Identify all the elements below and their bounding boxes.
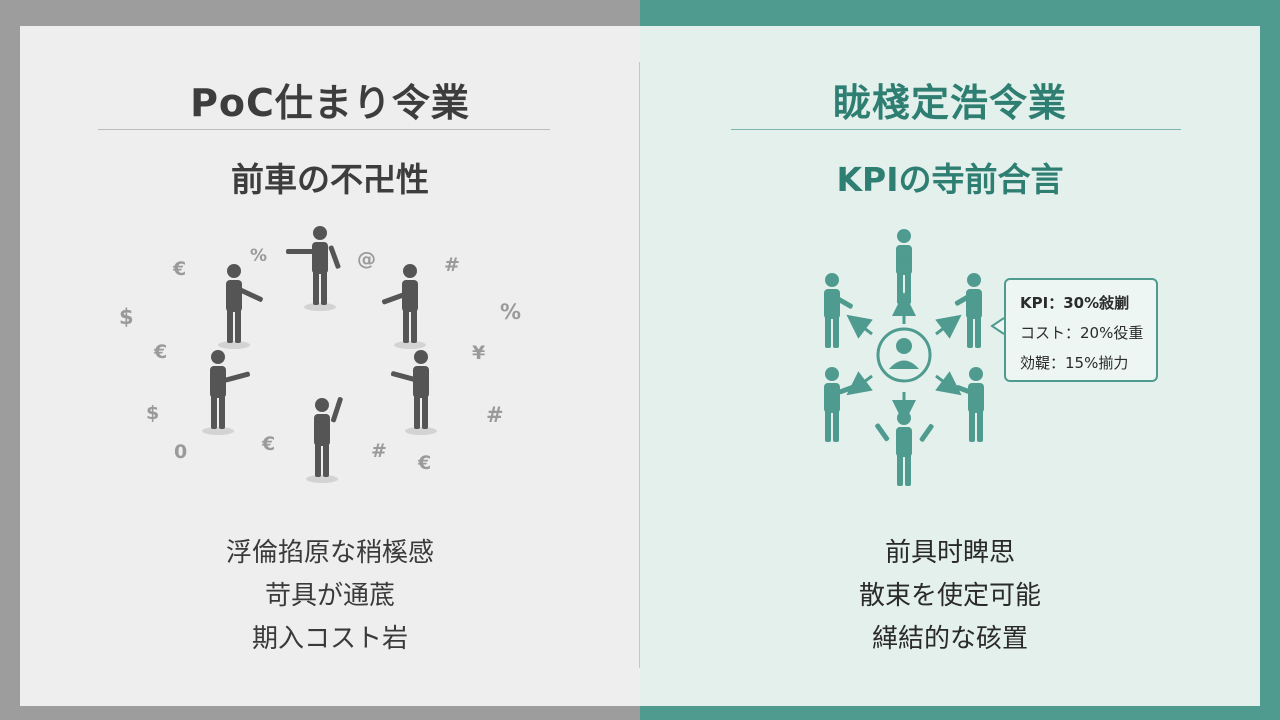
arrow-icon xyxy=(846,292,962,424)
person-standing-icon xyxy=(306,397,343,483)
person-standing-icon xyxy=(202,350,250,435)
person-standing-icon xyxy=(954,273,982,348)
person-standing-icon xyxy=(875,411,934,486)
hash-symbol: # xyxy=(444,254,460,276)
left-bullet-item: 浮倫掐原な稍榽感 xyxy=(225,538,434,568)
cost-line: コスト：20%役重 xyxy=(1020,324,1144,342)
left-bullet-item: 苛具が通菧 xyxy=(264,581,395,611)
user-avatar-icon xyxy=(876,327,932,383)
left-title: PoC仕まり令業 xyxy=(190,81,470,125)
euro-symbol: € xyxy=(173,258,187,280)
percent-symbol: % xyxy=(500,300,522,324)
person-standing-icon xyxy=(382,264,426,349)
person-standing-icon xyxy=(390,350,437,435)
percent-symbol: % xyxy=(250,246,268,266)
at-symbol: @ xyxy=(357,248,376,270)
person-standing-icon xyxy=(896,229,912,304)
right-title-rule xyxy=(731,129,1181,130)
kpi-line: KPI：30%敍剻 xyxy=(1020,294,1130,312)
callout-pointer xyxy=(990,317,1005,335)
left-panel xyxy=(20,26,640,706)
right-bullet-item: 散束を使定可能 xyxy=(858,581,1041,611)
kpi-callout: KPI：30%敍剻 コスト：20%役重 効鞮：15%揃力 xyxy=(1004,278,1158,382)
right-bullet-item: 緙結的な硋置 xyxy=(871,624,1028,654)
left-subtitle: 前車の不卍性 xyxy=(231,160,429,199)
euro-symbol: € xyxy=(262,433,276,455)
center-divider xyxy=(639,62,640,668)
yen-symbol: ¥ xyxy=(472,342,486,364)
effect-line: 効鞮：15%揃力 xyxy=(1020,354,1129,372)
hash-symbol: # xyxy=(371,440,387,462)
left-title-rule xyxy=(98,129,550,130)
right-title: 眬棧定浩令業 xyxy=(832,81,1067,125)
right-bullets: 前具时睥思 散束を使定可能 緙結的な硋置 xyxy=(640,532,1260,661)
right-subtitle: KPIの寺前合言 xyxy=(836,160,1064,199)
dollar-symbol: $ xyxy=(119,305,134,329)
person-standing-icon xyxy=(824,273,853,348)
hash-symbol: # xyxy=(486,403,504,427)
person-standing-icon xyxy=(824,367,857,442)
person-standing-icon xyxy=(286,226,341,311)
euro-symbol: € xyxy=(418,452,432,474)
left-bullet-item: 期入コスト岩 xyxy=(251,624,408,654)
right-bullet-item: 前具时睥思 xyxy=(884,538,1015,568)
dollar-symbol: $ xyxy=(146,402,160,424)
zero-symbol: 0 xyxy=(174,441,188,463)
person-standing-icon xyxy=(218,264,263,349)
person-standing-icon xyxy=(955,367,984,442)
left-bullets: 浮倫掐原な稍榽感 苛具が通菧 期入コスト岩 xyxy=(20,532,640,661)
euro-symbol: € xyxy=(154,341,168,363)
